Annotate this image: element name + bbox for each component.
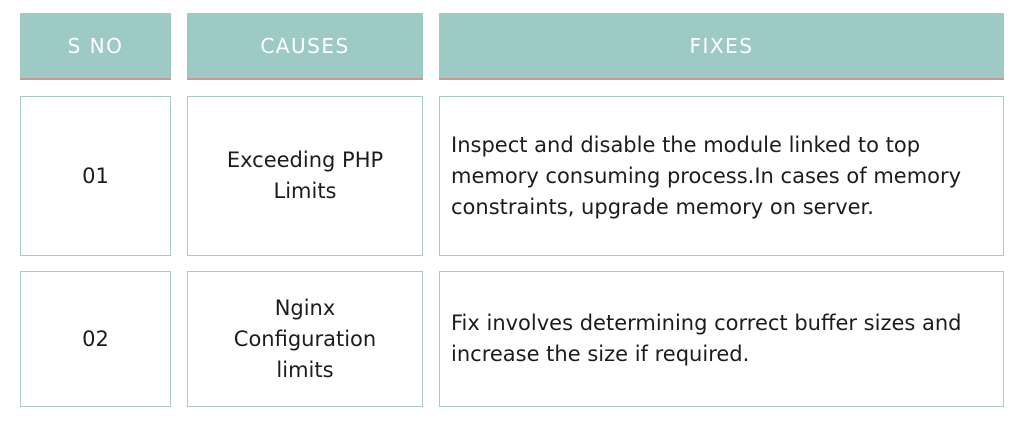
header-causes: CAUSES bbox=[187, 13, 423, 80]
row-1-cause-cell: Exceeding PHP Limits bbox=[187, 96, 423, 256]
header-sno: S NO bbox=[20, 13, 171, 80]
row-1-sno-cell: 01 bbox=[20, 96, 171, 256]
header-fixes: FIXES bbox=[439, 13, 1004, 80]
header-causes-label: CAUSES bbox=[260, 33, 350, 58]
row-2-fix-cell: Fix involves determining correct buffer … bbox=[439, 271, 1004, 407]
row-2-fix: Fix involves determining correct buffer … bbox=[451, 311, 962, 366]
row-1-fix: Inspect and disable the module linked to… bbox=[451, 132, 962, 219]
row-1-sno: 01 bbox=[82, 163, 109, 188]
row-2-sno: 02 bbox=[82, 326, 109, 351]
row-1-cause: Exceeding PHP Limits bbox=[226, 148, 384, 203]
header-sno-label: S NO bbox=[67, 33, 124, 58]
row-1-fix-cell: Inspect and disable the module linked to… bbox=[439, 96, 1004, 256]
row-2-cause: Nginx Configuration limits bbox=[233, 295, 377, 382]
row-2-sno-cell: 02 bbox=[20, 271, 171, 407]
header-fixes-label: FIXES bbox=[689, 33, 754, 58]
row-2-cause-cell: Nginx Configuration limits bbox=[187, 271, 423, 407]
